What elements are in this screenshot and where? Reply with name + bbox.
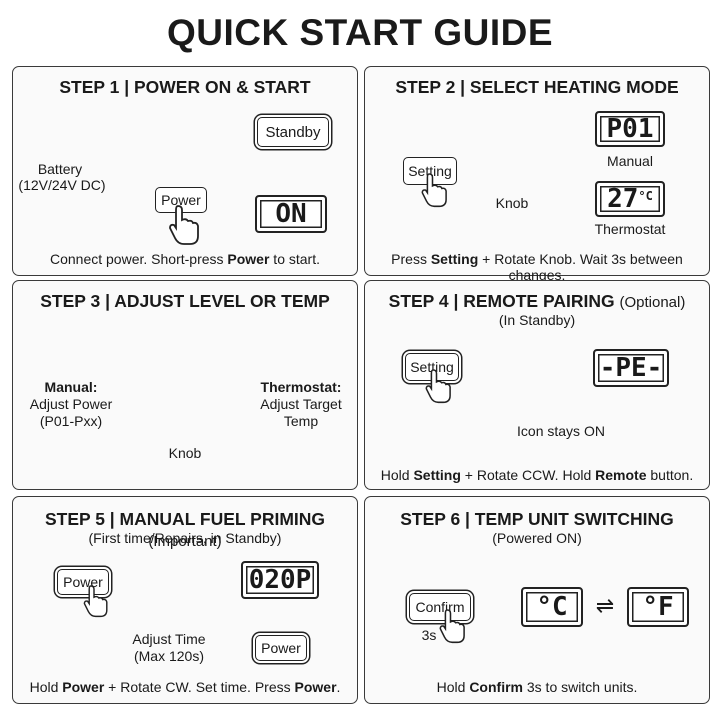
fahrenheit-display: °F bbox=[627, 587, 689, 627]
step1-caption: Connect power. Short-press Power to star… bbox=[49, 251, 320, 267]
step4-panel: STEP 4 | REMOTE PAIRING (Optional) (In S… bbox=[364, 280, 710, 490]
pairing-display: -PE- bbox=[593, 349, 669, 387]
confirm-button[interactable]: Confirm bbox=[409, 593, 471, 621]
power-button[interactable]: Power bbox=[57, 569, 109, 595]
thermostat-head: Thermostat: bbox=[260, 379, 342, 395]
battery-spec: (12V/24V DC) bbox=[18, 177, 106, 193]
priming-display: 020P bbox=[241, 561, 319, 599]
knob-label: Knob bbox=[168, 445, 202, 461]
step5-caption: Hold Power + Rotate CW. Set time. Press … bbox=[29, 679, 341, 695]
thermostat-display: 27°C bbox=[595, 181, 665, 217]
celsius-display: °C bbox=[521, 587, 583, 627]
thermostat-line1: Adjust Target bbox=[260, 396, 342, 412]
hold-time-label: 3s bbox=[421, 627, 437, 643]
step2-caption: Press Setting + Rotate Knob. Wait 3s bet… bbox=[391, 251, 683, 283]
manual-label: Manual bbox=[607, 153, 653, 169]
step1-panel: STEP 1 | POWER ON & START Battery (12V/2… bbox=[12, 66, 358, 276]
swap-icon: ⇌ bbox=[595, 593, 615, 618]
step6-title: STEP 6 | TEMP UNIT SWITCHING bbox=[400, 509, 674, 529]
knob-label: Knob bbox=[495, 195, 529, 211]
step4-subtitle: (In Standby) bbox=[498, 312, 576, 328]
battery-label: Battery bbox=[37, 161, 83, 177]
thermostat-line2: Temp bbox=[283, 413, 319, 429]
step5-panel: STEP 5 | MANUAL FUEL PRIMING (Important)… bbox=[12, 496, 358, 704]
page-title: QUICK START GUIDE bbox=[166, 12, 554, 53]
power-button-confirm[interactable]: Power bbox=[255, 635, 307, 661]
step5-subtitle: (First time/Repairs, in Standby) bbox=[88, 530, 282, 546]
step3-panel: STEP 3 | ADJUST LEVEL OR TEMP Manual: Ad… bbox=[12, 280, 358, 490]
step5-title: STEP 5 | MANUAL FUEL PRIMING (Important) bbox=[44, 509, 326, 550]
icon-stays-on-label: Icon stays ON bbox=[517, 423, 605, 439]
manual-line2: (P01-Pxx) bbox=[39, 413, 103, 429]
manual-display: P01 bbox=[595, 111, 665, 147]
on-display: ON bbox=[255, 195, 327, 233]
manual-head: Manual: bbox=[44, 379, 98, 395]
step6-panel: STEP 6 | TEMP UNIT SWITCHING (Powered ON… bbox=[364, 496, 710, 704]
standby-display: Standby bbox=[257, 117, 329, 147]
adjust-time-line2: (Max 120s) bbox=[133, 648, 205, 664]
step2-panel: STEP 2 | SELECT HEATING MODE Setting Kno… bbox=[364, 66, 710, 283]
step6-caption: Hold Confirm 3s to switch units. bbox=[436, 679, 638, 695]
step6-subtitle: (Powered ON) bbox=[492, 530, 582, 546]
setting-button[interactable]: Setting bbox=[405, 353, 459, 381]
step2-title: STEP 2 | SELECT HEATING MODE bbox=[395, 77, 679, 97]
adjust-time-line1: Adjust Time bbox=[132, 631, 206, 647]
manual-line1: Adjust Power bbox=[29, 396, 113, 412]
setting-button[interactable]: Setting bbox=[403, 157, 457, 185]
step1-title: STEP 1 | POWER ON & START bbox=[59, 77, 311, 97]
step4-title: STEP 4 | REMOTE PAIRING (Optional) bbox=[388, 291, 686, 311]
step4-caption: Hold Setting + Rotate CCW. Hold Remote b… bbox=[380, 467, 694, 483]
step3-title: STEP 3 | ADJUST LEVEL OR TEMP bbox=[40, 291, 330, 311]
thermostat-label: Thermostat bbox=[594, 221, 666, 237]
power-button[interactable]: Power bbox=[155, 187, 207, 213]
